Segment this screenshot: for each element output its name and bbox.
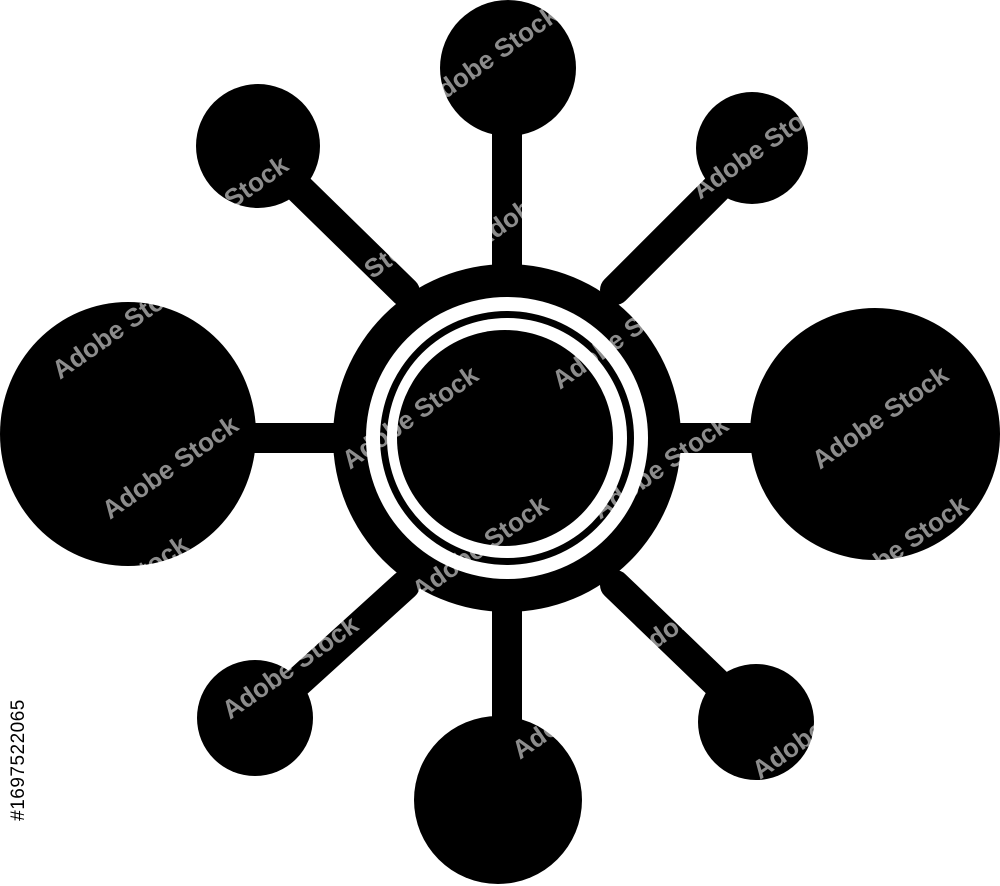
node-left [0, 302, 256, 566]
node-bottom [414, 716, 582, 884]
node-top-left [196, 84, 320, 208]
stock-id-text: #1697522065 [8, 699, 29, 821]
node-top-right [696, 92, 808, 204]
node-bottom-right [698, 664, 814, 780]
stock-id-label: #1697522065 [6, 640, 32, 880]
node-bottom-left [197, 660, 313, 776]
connector-lines [225, 105, 785, 775]
node-right [750, 308, 1000, 560]
central-hub [333, 264, 681, 612]
node-top [440, 0, 576, 136]
hub-core [397, 330, 613, 546]
